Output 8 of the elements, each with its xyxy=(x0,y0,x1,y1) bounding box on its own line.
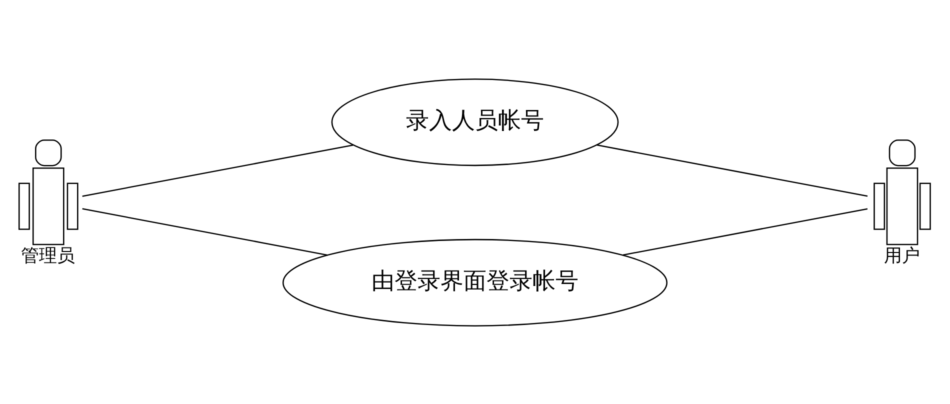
node-label: 管理员 xyxy=(21,244,76,266)
node-ellipse: 由登录界面登录帐号 xyxy=(282,238,668,326)
node-ellipse: 录入人员帐号 xyxy=(331,78,619,166)
connector xyxy=(82,208,328,256)
connector xyxy=(596,144,868,196)
connector xyxy=(622,208,868,256)
connector xyxy=(82,144,354,196)
node-label: 用户 xyxy=(884,244,920,266)
